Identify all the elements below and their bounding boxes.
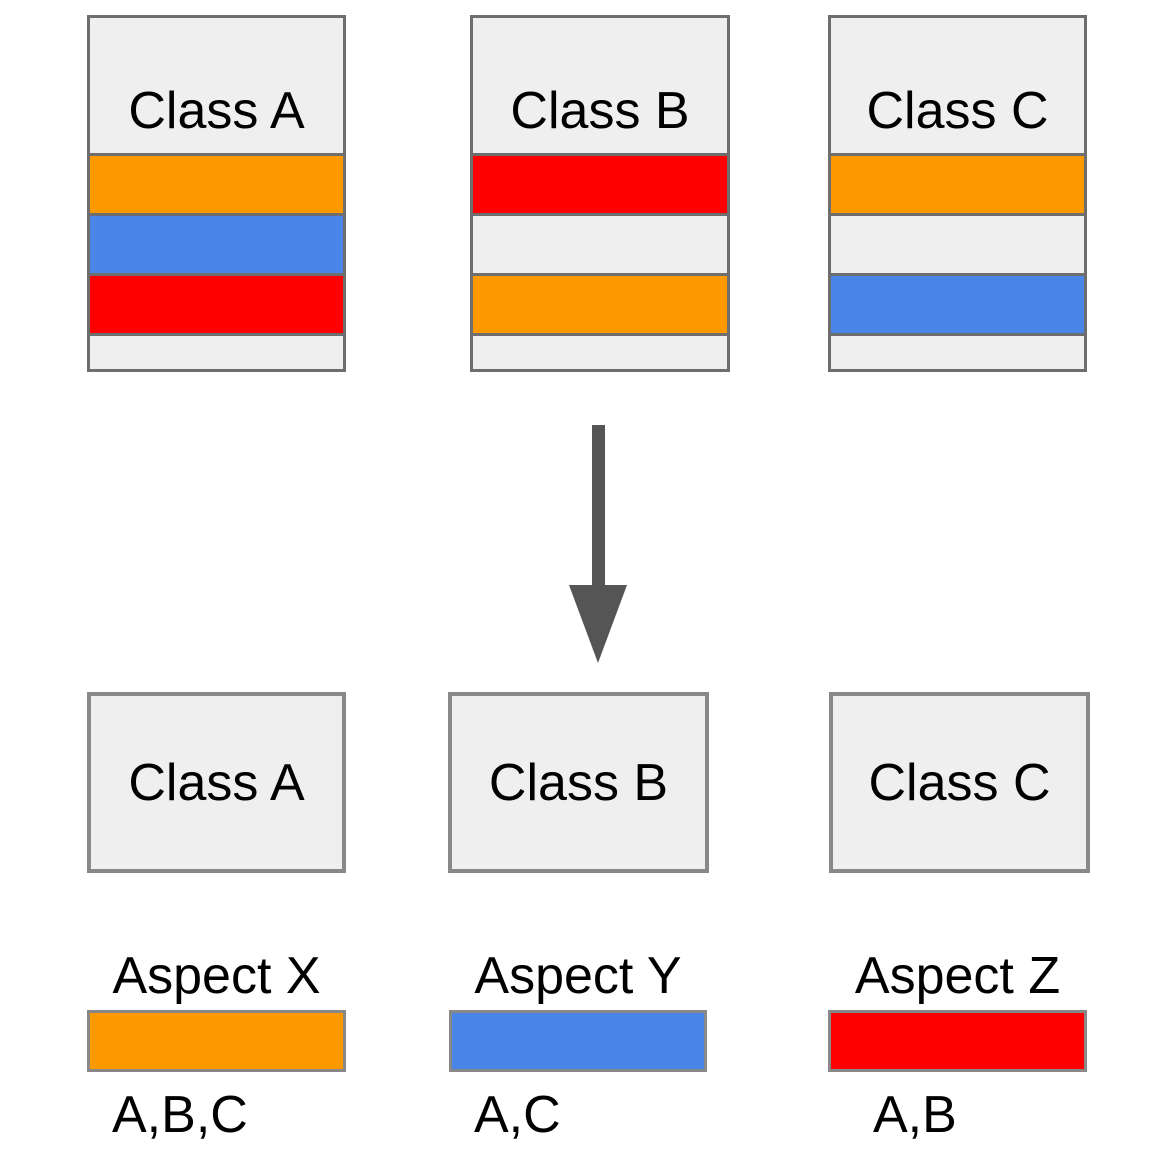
class-c-plain-box: Class C [829, 692, 1090, 873]
aspect-y-title: Aspect Y [474, 947, 682, 1005]
aspect-z-block: Aspect Z A,B [828, 946, 1087, 1141]
red-stripe [90, 273, 343, 333]
class-a-label: Class A [128, 753, 305, 812]
empty-stripe [831, 213, 1084, 273]
aspect-x-title: Aspect X [112, 947, 321, 1005]
aspect-x-block: Aspect X A,B,C [87, 946, 346, 1141]
class-a-striped-box: Class A [87, 15, 346, 372]
aspect-x-color-swatch [87, 1010, 346, 1072]
red-stripe [473, 153, 727, 213]
arrow-shaft [592, 425, 605, 587]
aspect-z-color-swatch [828, 1010, 1087, 1072]
class-c-label: Class C [868, 753, 1051, 812]
class-a-title: Class A [128, 82, 305, 140]
aspect-z-classes: A,B [873, 1086, 957, 1144]
down-arrow-icon [569, 425, 628, 663]
class-c-title: Class C [866, 82, 1049, 140]
empty-stripe [473, 213, 727, 273]
class-b-striped-box: Class B [470, 15, 730, 372]
empty-stripe [473, 333, 727, 369]
orange-stripe [90, 153, 343, 213]
class-b-label: Class B [488, 753, 669, 812]
class-c-striped-box: Class C [828, 15, 1087, 372]
aspect-y-color-swatch [449, 1010, 707, 1072]
blue-stripe [90, 213, 343, 273]
blue-stripe [831, 273, 1084, 333]
class-b-title: Class B [510, 82, 690, 140]
aspect-z-title: Aspect Z [854, 947, 1061, 1005]
arrow-head [569, 585, 627, 663]
aspect-y-block: Aspect Y A,C [449, 946, 707, 1141]
aspect-y-classes: A,C [474, 1086, 561, 1144]
aspect-x-classes: A,B,C [112, 1086, 248, 1144]
orange-stripe [473, 273, 727, 333]
class-a-plain-box: Class A [87, 692, 346, 873]
orange-stripe [831, 153, 1084, 213]
empty-stripe [831, 333, 1084, 369]
empty-stripe [90, 333, 343, 369]
class-b-plain-box: Class B [448, 692, 709, 873]
